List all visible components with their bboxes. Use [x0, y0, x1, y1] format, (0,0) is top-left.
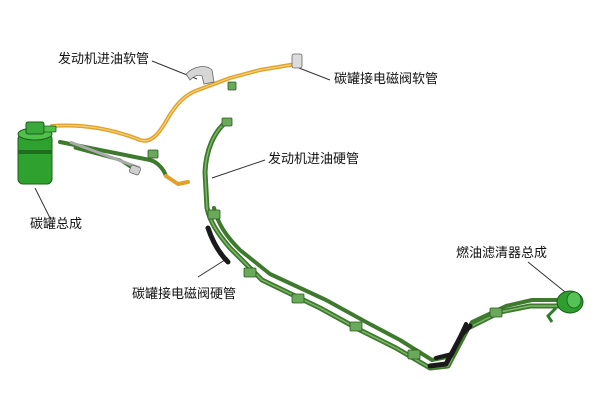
engine-soft-hose: [50, 62, 298, 143]
clip-7: [407, 349, 421, 360]
leader-canister-valve-hard: [197, 257, 229, 278]
engine-soft-hose-highlight: [51, 63, 297, 142]
fuel-filter-face: [566, 291, 582, 309]
label-engine-hard-pipe: 发动机进油硬管: [268, 152, 360, 167]
clip-4: [243, 267, 257, 278]
clip-1: [221, 117, 233, 127]
metal-elbow-top: [185, 66, 215, 85]
canister-band: [18, 150, 52, 154]
canister-port: [43, 125, 57, 133]
fuel-filter: [546, 290, 584, 323]
leader-fuel-filter: [527, 261, 571, 297]
carbon-canister: [17, 121, 57, 185]
canister-soft-hose-lower: [164, 174, 190, 186]
leader-engine-hard: [211, 159, 266, 179]
hard-pipe-main-highlight: [204, 121, 563, 369]
clip-3: [207, 209, 221, 220]
clip-8: [489, 307, 503, 318]
label-fuel-filter-assembly: 燃油滤清器总成: [456, 246, 548, 261]
label-canister-assembly: 碳罐总成: [30, 217, 83, 232]
metal-end-left: [129, 164, 141, 176]
label-canister-valve-soft-hose: 碳罐接电磁阀软管: [334, 72, 439, 87]
black-hose-mid: [205, 225, 231, 265]
leader-canister: [34, 187, 51, 219]
label-engine-soft-hose: 发动机进油软管: [58, 52, 150, 67]
metal-tube-left: [69, 140, 141, 170]
clip-6: [349, 321, 363, 332]
metal-fitting-top-right: [291, 53, 303, 69]
pipe-clips: [147, 81, 503, 360]
metal-fittings: [69, 53, 303, 176]
canister-cap: [25, 121, 45, 135]
fuel-filter-outlet: [546, 306, 558, 323]
clip-5: [291, 293, 305, 304]
canister-hard-link: [58, 140, 168, 178]
canister-body: [17, 133, 53, 185]
clip-9: [227, 81, 237, 91]
clip-2: [147, 149, 159, 159]
label-canister-valve-hard-pipe: 碳罐接电磁阀硬管: [132, 287, 237, 302]
leader-canister-valve-soft: [298, 67, 331, 81]
black-hose-rear-2: [434, 322, 468, 360]
